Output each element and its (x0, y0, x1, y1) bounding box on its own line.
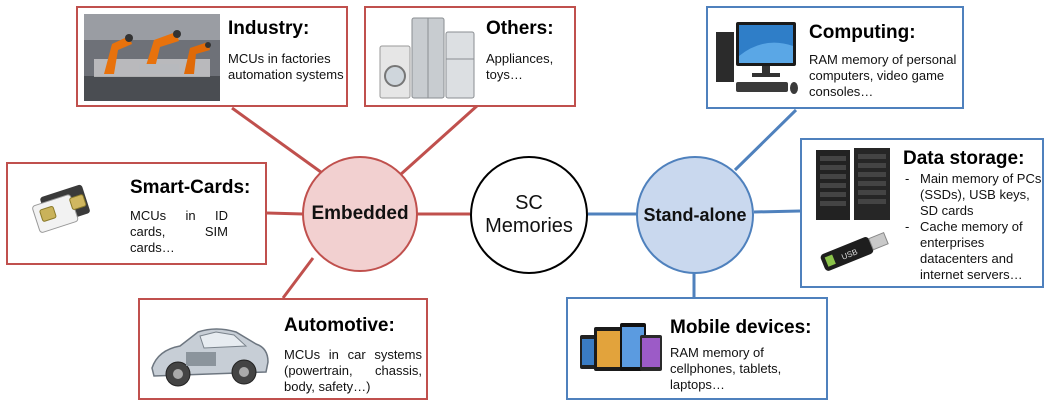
center-label-line1: SC (515, 192, 543, 214)
datastorage-list: Main memory of PCs (SSDs), USB keys, SD … (902, 171, 1042, 283)
computing-description: RAM memory of personal computers, video … (809, 52, 957, 99)
others-box: Others: Appliances, toys… (364, 6, 576, 107)
connector-embedded-smartcards (266, 211, 304, 216)
mobile-title: Mobile devices: (670, 317, 812, 338)
datastorage-title: Data storage: (903, 148, 1025, 169)
standalone-label: Stand-alone (643, 204, 747, 225)
datastorage-box: USB Data storage: Main memory of PCs (SS… (800, 138, 1044, 288)
connector-standalone-computing (733, 108, 798, 172)
smartcards-title: Smart-Cards: (130, 177, 251, 198)
datastorage-item: Main memory of PCs (SSDs), USB keys, SD … (902, 171, 1042, 219)
datastorage-item: Cache memory of enterprises datacenters … (902, 219, 1042, 283)
industry-title: Industry: (228, 18, 310, 39)
computing-title: Computing: (809, 22, 916, 43)
sim-card-image (26, 176, 106, 240)
home-appliances-image (376, 14, 478, 102)
others-title: Others: (486, 18, 554, 39)
mobile-description: RAM memory of cellphones, tablets, lapto… (670, 345, 782, 392)
embedded-hub: Embedded (302, 156, 418, 272)
mobile-box: Mobile devices: RAM memory of cellphones… (566, 297, 828, 400)
server-racks-image (812, 146, 894, 222)
desktop-computer-image (714, 16, 800, 102)
computing-box: Computing: RAM memory of personal comput… (706, 6, 964, 109)
automotive-box: Automotive: MCUs in car systems (powertr… (138, 298, 428, 400)
smartcards-box: Smart-Cards: MCUs in ID cards, SIM cards… (6, 162, 267, 265)
connector-embedded-others (398, 103, 480, 177)
automotive-description: MCUs in car systems (powertrain, chassis… (284, 347, 422, 394)
connector-embedded-automotive (281, 257, 315, 299)
smartcards-description: MCUs in ID cards, SIM cards… (130, 208, 228, 255)
industrial-robots-image (84, 14, 220, 101)
standalone-hub: Stand-alone (636, 156, 754, 274)
usb-key-image: USB (814, 224, 894, 276)
center-circle: SC Memories (470, 156, 588, 274)
mobile-devices-image (578, 321, 664, 377)
connector-embedded-industry (231, 106, 326, 177)
center-label-line2: Memories (485, 215, 573, 237)
automotive-title: Automotive: (284, 315, 395, 336)
embedded-label: Embedded (311, 203, 409, 224)
industry-description: MCUs in factories automation systems (228, 51, 344, 82)
car-cutaway-image (146, 310, 274, 396)
connector-standalone-datastorage (753, 209, 801, 214)
others-description: Appliances, toys… (486, 51, 554, 82)
industry-box: Industry: MCUs in factories automation s… (76, 6, 348, 107)
